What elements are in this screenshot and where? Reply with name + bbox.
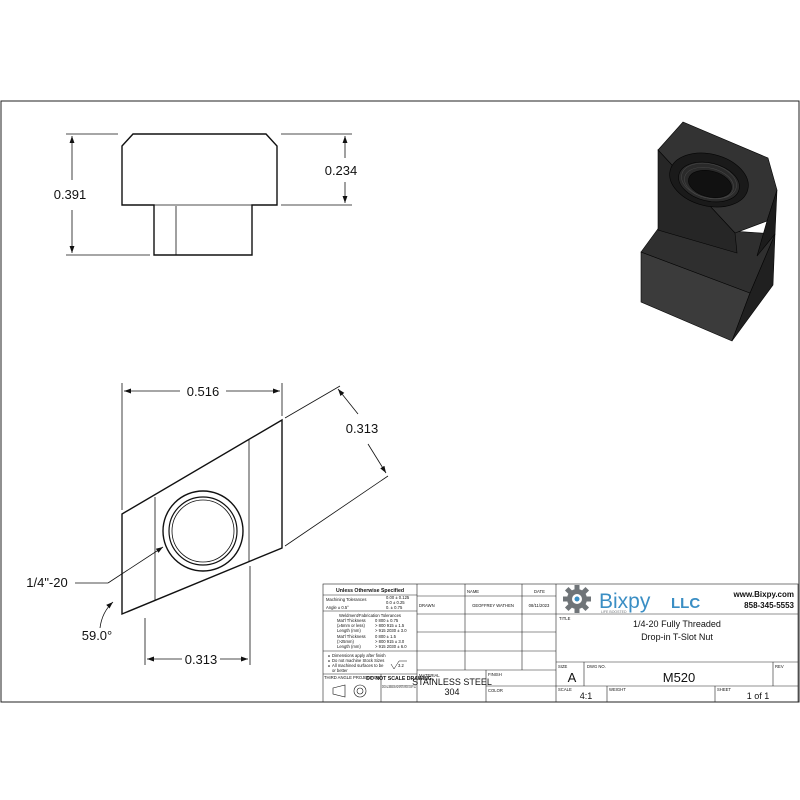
- weight-label: WEIGHT: [609, 687, 626, 692]
- scale-label: SCALE: [558, 687, 572, 692]
- dim-bottom: 0.313: [185, 652, 218, 667]
- drawn-date: 08/11/2023: [529, 603, 550, 608]
- noscale-title: DO NOT SCALE DRAWING: [366, 676, 432, 682]
- scale-value: 4:1: [580, 691, 593, 701]
- tol-thick1-len: Length (mm): [337, 628, 361, 633]
- finish-label: FINISH: [488, 672, 502, 677]
- material-line1: STAINLESS STEEL: [412, 677, 492, 687]
- tol-angle: Angle ± 0.5°: [326, 605, 349, 610]
- tol-thick1-v3: > 915 2030 ± 3.0: [375, 628, 407, 633]
- dim-thread: 1/4"-20: [26, 575, 67, 590]
- tol-thick2-sub: (>25mm): [337, 639, 354, 644]
- size-value: A: [568, 670, 577, 685]
- tol-thick1-v1: 0 800 ± 0.75: [375, 618, 399, 623]
- company-website: www.Bixpy.com: [733, 590, 794, 599]
- dwg-number: M520: [663, 670, 696, 685]
- finish-symbol-icon: [390, 660, 407, 670]
- tol-thick2-label: Mat'l Thickness: [337, 634, 366, 639]
- tol-note-1: Dimensions apply after finish: [332, 653, 386, 658]
- tol-note-2: Do not machine Stock Sizes: [332, 658, 384, 663]
- title-line1: 1/4-20 Fully Threaded: [633, 619, 721, 629]
- tol-thick2-v3: > 915 2030 ± 6.0: [375, 644, 407, 649]
- isometric-view: [640, 121, 778, 342]
- tol-machining-label: Machining Tolerances: [326, 597, 366, 602]
- sheet-label: SHEET: [717, 687, 731, 692]
- top-view: [121, 418, 283, 616]
- rev-label: REV: [775, 664, 784, 669]
- tol-weldment-title: Weldment/Fabrication Tolerances: [339, 613, 401, 618]
- tol-finish-value: 3.2: [398, 663, 404, 668]
- top-dims: [75, 383, 389, 665]
- sheet-value: 1 of 1: [747, 691, 770, 701]
- bullet-icons: [328, 655, 330, 667]
- tol-machining-v2: 0.0 ± 0.25: [386, 600, 405, 605]
- tol-thick2-v2: > 800 915 ± 3.0: [375, 639, 405, 644]
- name-header: NAME: [467, 589, 479, 594]
- front-dims: [66, 133, 352, 256]
- dim-diagonal: 0.313: [346, 421, 379, 436]
- front-view: [121, 133, 278, 256]
- drawn-label: DRAWN: [419, 603, 435, 608]
- tol-thick1-sub: (≥5mm or less): [337, 623, 365, 628]
- company-tagline: LIFE BOOSTED: [601, 610, 627, 614]
- company-phone: 858-345-5553: [744, 601, 794, 610]
- projection-label: THIRD ANGLE PROJECTION: [324, 675, 380, 680]
- noscale-note: CHECK ALL DIMENSIONS AND REPORT ERRORS T…: [382, 684, 416, 689]
- thread-lines: [681, 162, 737, 200]
- size-label: SIZE: [558, 664, 568, 669]
- material-line2: 304: [444, 687, 459, 697]
- date-header: DATE: [534, 589, 545, 594]
- title-block: [322, 583, 799, 703]
- dwg-label: DWG NO.: [587, 664, 606, 669]
- company-suffix: LLC: [671, 595, 700, 612]
- tol-thick1-label: Mat'l Thickness: [337, 618, 366, 623]
- tol-machining-v1: 0.00 ± 0.125: [386, 595, 410, 600]
- dim-overall-height: 0.391: [54, 187, 87, 202]
- tol-note-4: or better: [332, 668, 348, 673]
- tol-thick2-len: Length (mm): [337, 644, 361, 649]
- tol-title: Unless Otherwise Specified: [336, 588, 404, 594]
- dim-angle: 59.0°: [82, 628, 113, 643]
- title-line2: Drop-in T-Slot Nut: [641, 632, 713, 642]
- title-label: TITLE: [559, 616, 571, 621]
- color-label: COLOR: [488, 688, 503, 693]
- tol-machining-v3: 0. ± 0.75: [386, 605, 403, 610]
- tol-thick2-v1: 0 800 ± 1.5: [375, 634, 397, 639]
- drawn-name: GEOFFREY WATHEN: [472, 603, 514, 608]
- company-name: Bixpy: [599, 590, 651, 613]
- tol-note-3: All machined surfaces to be: [332, 663, 384, 668]
- third-angle-projection-icon: [332, 684, 367, 698]
- tol-thick1-v2: > 800 915 ± 1.5: [375, 623, 405, 628]
- gear-logo-icon: [563, 585, 591, 613]
- dim-head-height: 0.234: [325, 163, 358, 178]
- material-label: MATERIAL: [419, 673, 440, 678]
- dim-width: 0.516: [187, 384, 220, 399]
